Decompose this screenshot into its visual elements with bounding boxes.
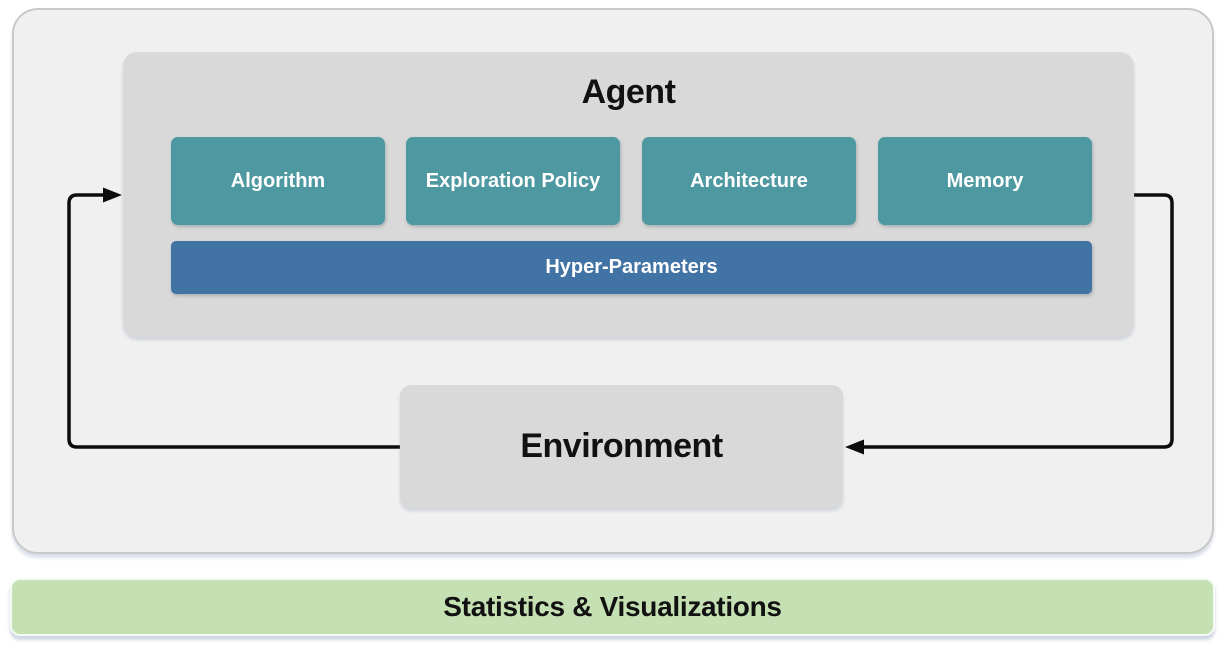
agent-component-algorithm: Algorithm bbox=[171, 137, 385, 225]
component-label: Memory bbox=[946, 169, 1024, 192]
agent-component-architecture: Architecture bbox=[642, 137, 856, 225]
environment-title: Environment bbox=[520, 427, 723, 465]
statistics-visualizations-label: Statistics & Visualizations bbox=[443, 591, 782, 622]
agent-component-memory: Memory bbox=[878, 137, 1092, 225]
hyper-parameters-label: Hyper-Parameters bbox=[545, 256, 718, 278]
component-label: Exploration Policy bbox=[425, 169, 601, 192]
agent-component-exploration-policy: Exploration Policy bbox=[406, 137, 620, 225]
component-label: Architecture bbox=[690, 169, 808, 192]
environment-box: Environment bbox=[400, 385, 843, 508]
hyper-parameters-bar: Hyper-Parameters bbox=[171, 241, 1092, 294]
component-label: Algorithm bbox=[230, 169, 326, 192]
statistics-visualizations-bar: Statistics & Visualizations bbox=[10, 578, 1215, 636]
agent-title: Agent bbox=[581, 73, 676, 111]
